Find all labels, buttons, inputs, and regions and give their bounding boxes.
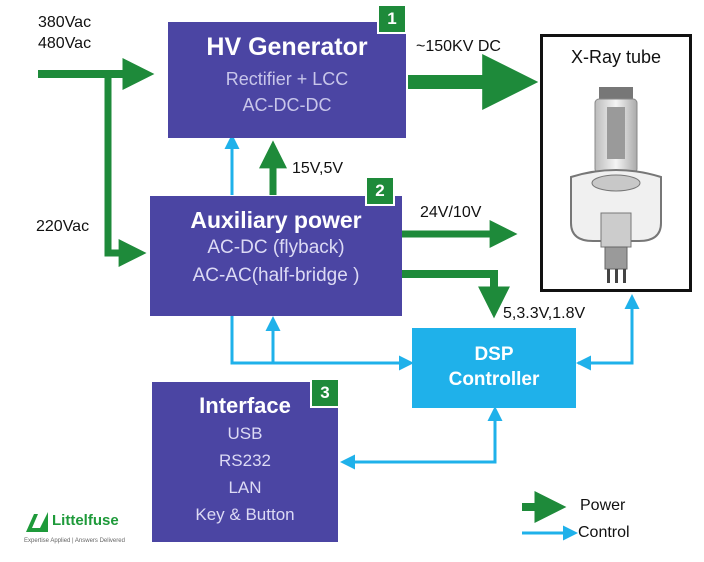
aux-power-line2: AC-AC(half-bridge ) [192,265,360,286]
interface-number-badge: 3 [310,378,340,408]
interface-item-lan: LAN [228,478,262,497]
littelfuse-brand: Littelfuse [52,512,119,529]
aux-power-block: Auxiliary power AC-DC (flyback) AC-AC(ha… [150,196,402,316]
aux-power-title: Auxiliary power [190,207,362,233]
legend-control-label: Control [578,524,630,541]
interface-block: Interface USB RS232 LAN Key & Button [152,382,338,542]
aux-power-line1: AC-DC (flyback) [207,237,345,258]
legend-power-label: Power [580,497,626,514]
mains-input-line2: 480Vac [38,35,92,52]
control-dsp-to-interface [340,440,497,470]
littelfuse-tagline: Expertise Applied | Answers Delivered [24,538,125,544]
interface-item-usb: USB [227,424,263,443]
power-aux-to-dsp [402,270,510,319]
aux-to-tube-label: 24V/10V [420,204,482,221]
hv-generator-title: HV Generator [206,33,368,61]
xray-tube-box: X-Ray tube [540,34,692,292]
interface-item-rs232: RS232 [219,451,271,470]
hv-generator-line1: Rectifier + LCC [225,69,349,89]
hv-generator-block: HV Generator Rectifier + LCC AC-DC-DC [168,22,406,138]
control-dsp-to-tube [578,294,640,365]
aux-to-dsp-label: 5,3.3V,1.8V [503,305,586,322]
hv-generator-number-badge: 1 [377,4,407,34]
littelfuse-logo: Littelfuse Expertise Applied | Answers D… [24,510,154,556]
dsp-line1: DSP [474,344,514,365]
aux-power-number-badge: 2 [365,176,395,206]
mains-input-line1: 380Vac [38,14,92,31]
dsp-line2: Controller [448,369,540,390]
hv-output-label: ~150KV DC [416,38,501,55]
aux-input-label: 220Vac [36,218,90,235]
aux-to-hv-label: 15V,5V [292,160,344,177]
interface-item-key-button: Key & Button [195,505,295,524]
power-mains-to-aux [104,74,147,267]
control-aux-to-dsp [230,316,414,371]
xray-tube-icon [570,87,662,283]
xray-tube-title: X-Ray tube [570,47,662,67]
interface-title: Interface [199,393,291,418]
mains-input-label: 380Vac 480Vac [38,12,91,54]
hv-generator-line2: AC-DC-DC [242,95,332,115]
dsp-controller-block: DSP Controller [412,328,576,408]
power-lines [38,54,567,523]
littelfuse-logo-icon [26,512,48,532]
control-lines [224,134,640,541]
